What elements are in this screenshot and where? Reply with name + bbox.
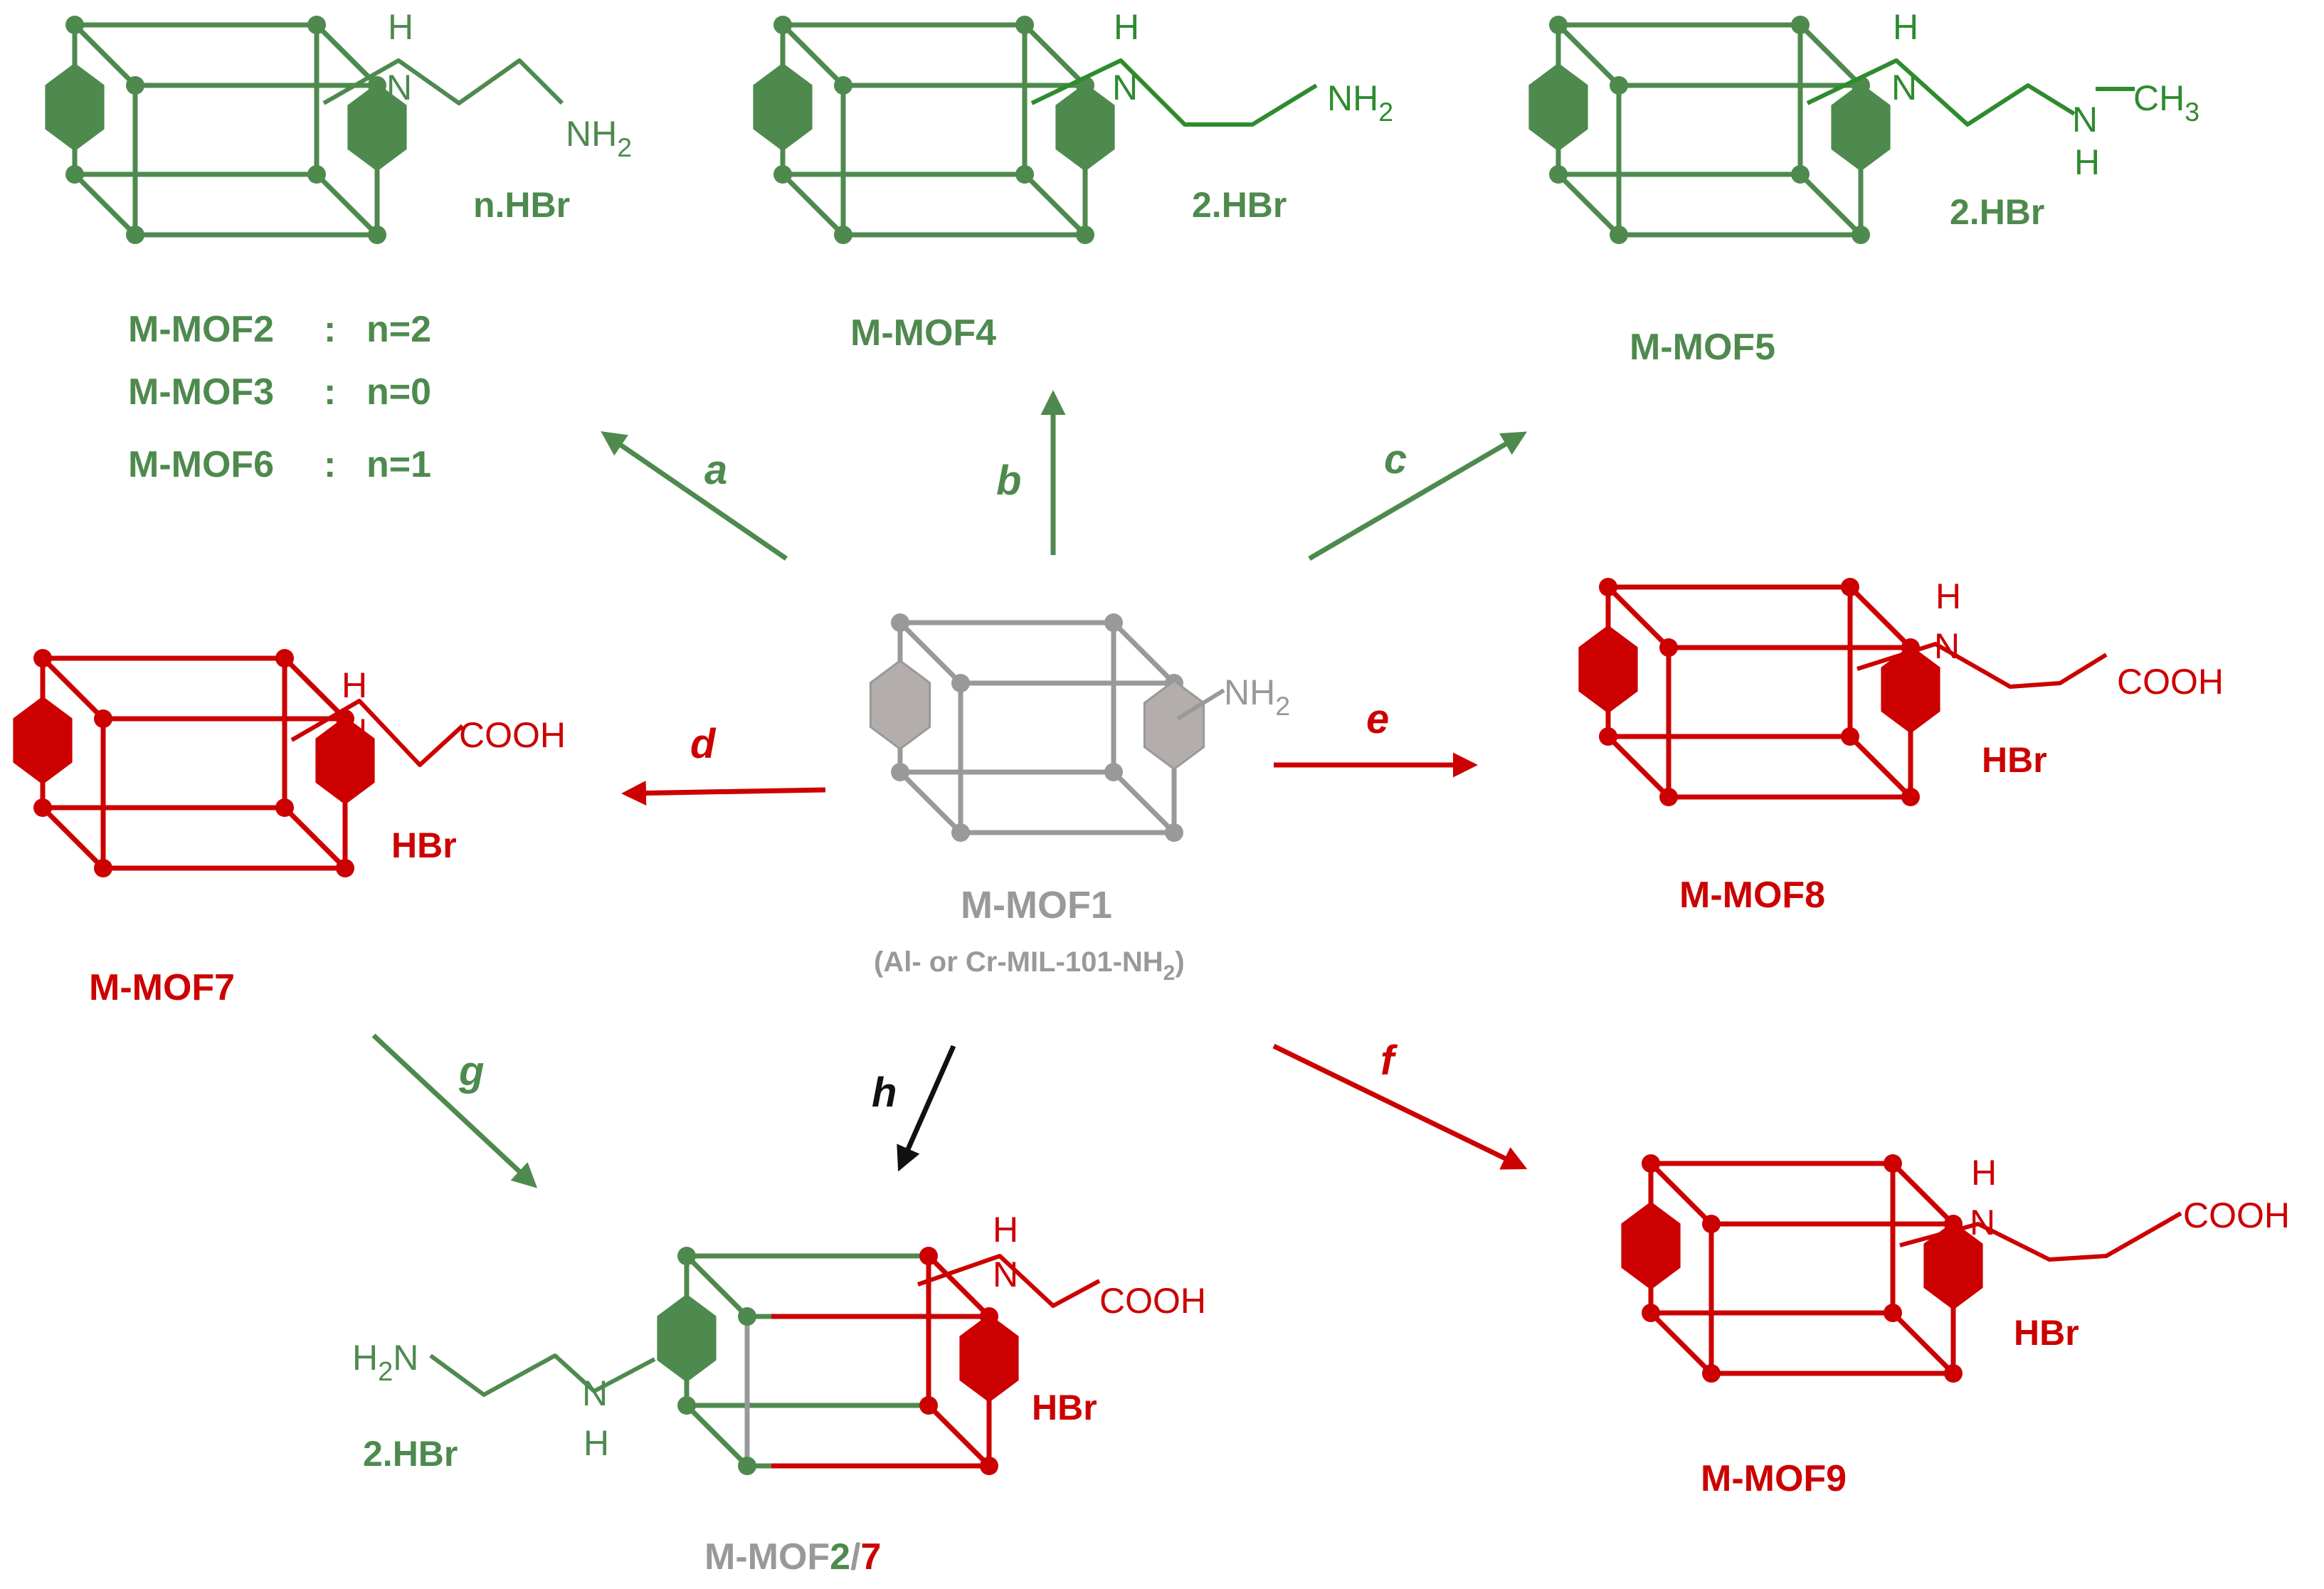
bond-chain [1030,58,1318,127]
n-value: n=0 [366,371,431,413]
n-value: n=1 [366,444,431,485]
mof-cage-icon [657,1247,1019,1475]
n-atom: N [1112,68,1138,107]
step-label-g: g [458,1048,484,1094]
n-atom: N [993,1255,1018,1294]
salt-label: HBr [1032,1388,1097,1427]
mof-name: M-MOF2 [128,309,274,350]
mof-cage-icon [1621,1154,1983,1383]
salt-label: HBr [1982,740,2047,780]
mof-name: M-MOF1 [961,884,1112,927]
step-label-f: f [1380,1038,1398,1084]
h2n-group: H2N [352,1338,418,1387]
mof-cage-icon [13,649,375,877]
h-atom: H [342,665,367,705]
ch3-group: CH3 [2133,78,2199,127]
mof-name: M-MOF8 [1679,875,1825,916]
mof1-subtitle: (Al- or Cr-MIL-101-NH2) [874,946,1185,985]
bond-chain [1856,642,2108,689]
separator: : [324,309,336,350]
separator: : [324,444,336,485]
salt-label: 2.HBr [1950,192,2044,232]
step-label-b: b [996,458,1021,504]
h-atom: H [388,7,413,47]
reaction-arrow-icon [601,431,788,561]
reaction-arrow-icon [897,1045,956,1172]
salt-label: 2.HBr [1192,185,1287,225]
nh2-group: NH2 [1224,672,1290,721]
h-atom: H [1114,7,1139,47]
reaction-arrow-icon [621,781,826,806]
h-atom: H [583,1423,609,1463]
h-atom: H [2074,142,2100,182]
bond-chain [1806,58,2076,127]
n-value: n=2 [366,309,431,350]
reaction-arrow-icon [371,1033,538,1188]
mof-cage-icon [869,613,1205,842]
bond-chain [917,1254,1101,1308]
n-atom: N [1891,68,1917,107]
mof-name: M-MOF4 [850,312,996,354]
reaction-arrow-icon [1272,1043,1528,1170]
bond-chain [429,1353,656,1397]
mof-cage-icon [1528,16,1891,244]
salt-label: HBr [391,825,457,865]
cooh-group: COOH [2117,662,2224,702]
mof-cage-icon [45,16,407,244]
step-label-a: a [704,447,727,493]
step-label-c: c [1384,436,1407,482]
mof-cage-icon [753,16,1115,244]
bond-chain [1899,1211,2182,1262]
cooh-group: COOH [2183,1195,2290,1235]
mof-name: M-MOF7 [89,967,235,1008]
bond-chain [1176,688,1225,721]
n-atom: N [2072,100,2098,139]
step-label-d: d [690,721,717,767]
h-atom: H [1893,7,1918,47]
separator: : [324,371,336,413]
h-atom: H [1971,1153,1997,1193]
h-atom: H [1935,576,1961,616]
mof-name: M-MOF3 [128,371,274,413]
salt-label: 2.HBr [363,1434,458,1474]
salt-label: HBr [2014,1313,2079,1353]
h-atom: H [993,1210,1018,1250]
n-atom: N [386,68,412,107]
n-atom: N [1970,1203,1995,1242]
step-label-h: h [872,1070,897,1116]
mof27-name: M-MOF2/7 [704,1536,881,1578]
mof-name: M-MOF6 [128,444,274,485]
salt-label: n.HBr [473,185,570,225]
n-atom: N [342,712,367,751]
n-atom: N [1934,626,1960,666]
nh2-group: NH2 [566,114,632,162]
mof-name: M-MOF9 [1701,1458,1847,1499]
mof-cage-icon [1578,578,1940,806]
cooh-group: COOH [459,715,566,755]
mof-name: M-MOF5 [1630,327,1775,368]
reaction-arrow-icon [1308,431,1528,561]
step-label-e: e [1366,696,1389,742]
nh2-group: NH2 [1327,78,1393,127]
n-atom: N [582,1373,608,1413]
bond-chain [290,699,465,767]
cooh-group: COOH [1099,1281,1206,1321]
bond-chain [322,58,564,105]
